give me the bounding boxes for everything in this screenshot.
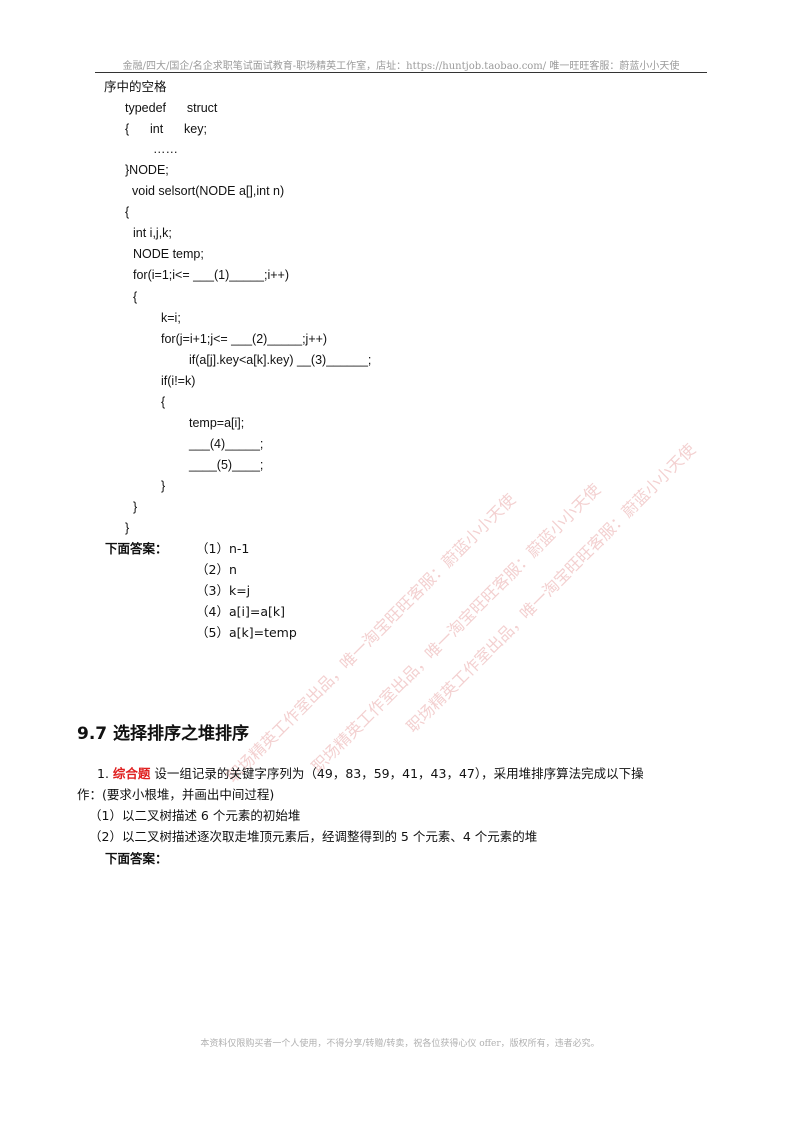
code-line: NODE temp; <box>133 247 204 261</box>
watermark-3: 职场精英工作室出品，唯一淘宝旺旺客服：蔚蓝小小天使 <box>402 439 700 737</box>
watermark-2: 职场精英工作室出品，唯一淘宝旺旺客服：蔚蓝小小天使 <box>307 479 605 777</box>
code-line: if(i!=k) <box>161 374 196 388</box>
code-line: { <box>161 395 166 409</box>
code-line: } <box>133 500 138 514</box>
question-sub-1: （1）以二叉树描述 6 个元素的初始堆 <box>89 808 301 823</box>
answer-item: （4）a[i]=a[k] <box>196 604 285 619</box>
code-line: { int key; <box>125 122 207 136</box>
code-line: int i,j,k; <box>133 226 172 240</box>
code-line: if(a[j].key<a[k].key) __(3)______; <box>189 353 372 367</box>
code-line: ___(4)_____; <box>189 437 264 451</box>
code-line: k=i; <box>161 311 181 325</box>
code-line: }NODE; <box>125 163 169 177</box>
code-line: } <box>161 479 166 493</box>
answer-label-2: 下面答案： <box>105 851 168 866</box>
question-tag: 综合题 <box>112 766 151 781</box>
answer-item: （5）a[k]=temp <box>196 625 297 640</box>
answer-label: 下面答案： <box>105 541 168 556</box>
code-line: temp=a[i]; <box>189 416 245 430</box>
page-header: 金融/四大/国企/名企求职笔试面试教育-职场精英工作室，店址：https://h… <box>122 61 680 72</box>
code-line: …… <box>153 142 178 156</box>
question-line-2: 作：(要求小根堆，并画出中间过程) <box>77 787 275 802</box>
code-line: { <box>125 205 130 219</box>
header-rule <box>95 72 707 73</box>
code-intro: 序中的空格 <box>104 79 167 94</box>
code-line: { <box>133 290 138 304</box>
page-footer: 本资料仅限购买者一个人使用，不得分享/转赠/转卖，祝各位获得心仪 offer，版… <box>200 1039 600 1049</box>
code-line: ____(5)____; <box>189 458 264 472</box>
code-line: typedef struct <box>125 101 218 115</box>
question-number: 1. <box>97 766 109 781</box>
question-sub-2: （2）以二叉树描述逐次取走堆顶元素后，经调整得到的 5 个元素、4 个元素的堆 <box>89 829 538 844</box>
code-line: } <box>125 521 130 535</box>
code-line: void selsort(NODE a[],int n) <box>132 184 285 198</box>
answer-item: （3）k=j <box>196 583 251 598</box>
answer-item: （1）n-1 <box>196 541 250 556</box>
answer-item: （2）n <box>196 562 237 577</box>
code-line: for(j=i+1;j<= ___(2)_____;j++) <box>161 332 328 346</box>
code-line: for(i=1;i<= ___(1)_____;i++) <box>133 268 290 282</box>
question-line-1: 1. 综合题 设一组记录的关键字序列为（49，83，59，41，43，47），采… <box>97 765 644 783</box>
section-title: 9.7 选择排序之堆排序 <box>77 724 250 744</box>
question-text: 设一组记录的关键字序列为（49，83，59，41，43，47），采用堆排序算法完… <box>154 766 644 781</box>
